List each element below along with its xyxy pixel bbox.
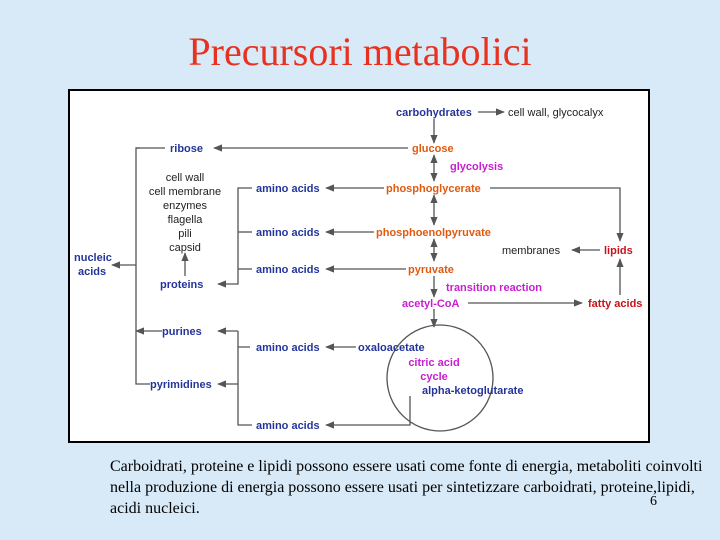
- node-amino-acids-4: amino acids: [256, 342, 320, 354]
- structure-2: enzymes: [163, 200, 208, 212]
- node-alpha-ketoglutarate: alpha-ketoglutarate: [422, 385, 523, 397]
- pathway-svg: carbohydrates cell wall, glycocalyx ribo…: [74, 107, 642, 432]
- node-nucleic-line2: acids: [78, 266, 106, 278]
- node-nucleic-line1: nucleic: [74, 252, 112, 264]
- node-acetyl-coa: acetyl-CoA: [402, 298, 460, 310]
- arrow-pga-lipids: [490, 187, 624, 242]
- node-amino-acids-1: amino acids: [256, 183, 320, 195]
- node-cell-wall-glycocalyx: cell wall, glycocalyx: [508, 107, 604, 119]
- node-amino-acids-3: amino acids: [256, 264, 320, 276]
- connector-aa-lower: [237, 346, 252, 426]
- node-purines: purines: [162, 326, 202, 338]
- node-cycle: cycle: [420, 371, 448, 383]
- node-transition-reaction: transition reaction: [446, 282, 542, 294]
- node-pyrimidines: pyrimidines: [150, 379, 212, 391]
- node-carbohydrates: carbohydrates: [396, 107, 472, 119]
- structure-4: pili: [178, 228, 191, 240]
- structure-5: capsid: [169, 242, 201, 254]
- node-proteins: proteins: [160, 279, 203, 291]
- node-glycolysis: glycolysis: [450, 161, 503, 173]
- node-pyruvate: pyruvate: [408, 264, 454, 276]
- structure-3: flagella: [168, 214, 204, 226]
- node-membranes: membranes: [502, 245, 561, 257]
- left-bus: [135, 147, 150, 385]
- node-phosphoglycerate: phosphoglycerate: [386, 183, 481, 195]
- structure-0: cell wall: [166, 172, 205, 184]
- arrow-akg-aa: [325, 396, 411, 429]
- node-amino-acids-5: amino acids: [256, 420, 320, 432]
- node-ribose: ribose: [170, 143, 203, 155]
- node-oxaloacetate: oxaloacetate: [358, 342, 425, 354]
- node-glucose: glucose: [412, 143, 454, 155]
- node-citric-acid: citric acid: [408, 357, 459, 369]
- page-number: 6: [650, 494, 657, 509]
- node-phosphoenolpyruvate: phosphoenolpyruvate: [376, 227, 491, 239]
- arrow-aa-proteins: [217, 187, 252, 288]
- node-fatty-acids: fatty acids: [588, 298, 642, 310]
- structure-1: cell membrane: [149, 186, 221, 198]
- metabolic-pathway-diagram: carbohydrates cell wall, glycocalyx ribo…: [68, 89, 650, 443]
- node-lipids: lipids: [604, 245, 633, 257]
- citric-cycle-circle: [386, 324, 494, 432]
- slide-caption: Carboidrati, proteine e lipidi possono e…: [110, 458, 703, 517]
- slide-title: Precursori metabolici: [188, 29, 532, 74]
- node-amino-acids-2: amino acids: [256, 227, 320, 239]
